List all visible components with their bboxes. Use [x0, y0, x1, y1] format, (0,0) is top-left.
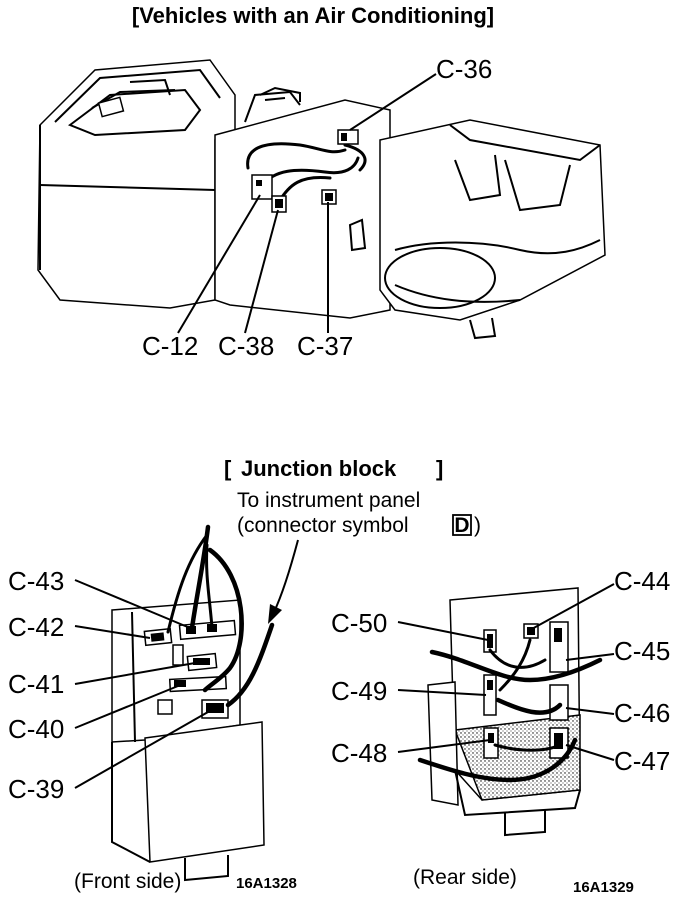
instrument-panel-note-line1: To instrument panel: [237, 489, 420, 512]
front-leader-lines: [74, 579, 209, 789]
label-c36: C-36: [436, 54, 492, 84]
instrument-panel-arrowhead: [268, 604, 282, 624]
rear-junction-block: [417, 587, 603, 837]
hvac-unit-drawing: [37, 59, 606, 340]
label-c44: C-44: [614, 566, 670, 596]
label-c40: C-40: [8, 714, 64, 744]
connector-symbol-box: [452, 514, 472, 536]
label-c45: C-45: [614, 636, 670, 666]
rear-side-caption: (Rear side): [413, 866, 517, 889]
label-c46: C-46: [614, 698, 670, 728]
label-c41: C-41: [8, 669, 64, 699]
front-side-caption: (Front side): [74, 870, 181, 893]
label-c43: C-43: [8, 566, 64, 596]
instrument-panel-arrow: [273, 539, 299, 613]
label-c50: C-50: [331, 608, 387, 638]
instrument-panel-note-close: ): [474, 514, 481, 537]
junction-title: [ Junction block ]: [224, 456, 443, 481]
connector-symbol-letter: D: [454, 514, 469, 537]
top-leader-lines: [177, 73, 437, 334]
label-c38: C-38: [218, 331, 274, 361]
rear-figure-code: 16A1329: [573, 879, 634, 896]
label-c37: C-37: [297, 331, 353, 361]
front-figure-code: 16A1328: [236, 875, 297, 892]
label-c49: C-49: [331, 676, 387, 706]
rear-leader-lines: [397, 583, 615, 761]
junction-title-open: [: [224, 456, 232, 481]
label-c47: C-47: [614, 746, 670, 776]
junction-title-close: ]: [436, 456, 443, 481]
top-section-title: [Vehicles with an Air Conditioning]: [132, 3, 494, 28]
label-c48: C-48: [331, 738, 387, 768]
label-c12: C-12: [142, 331, 198, 361]
label-c42: C-42: [8, 612, 64, 642]
junction-title-text: Junction block: [241, 456, 397, 481]
front-junction-block: [111, 524, 275, 882]
instrument-panel-note-line2: (connector symbol: [237, 514, 409, 537]
label-c39: C-39: [8, 774, 64, 804]
